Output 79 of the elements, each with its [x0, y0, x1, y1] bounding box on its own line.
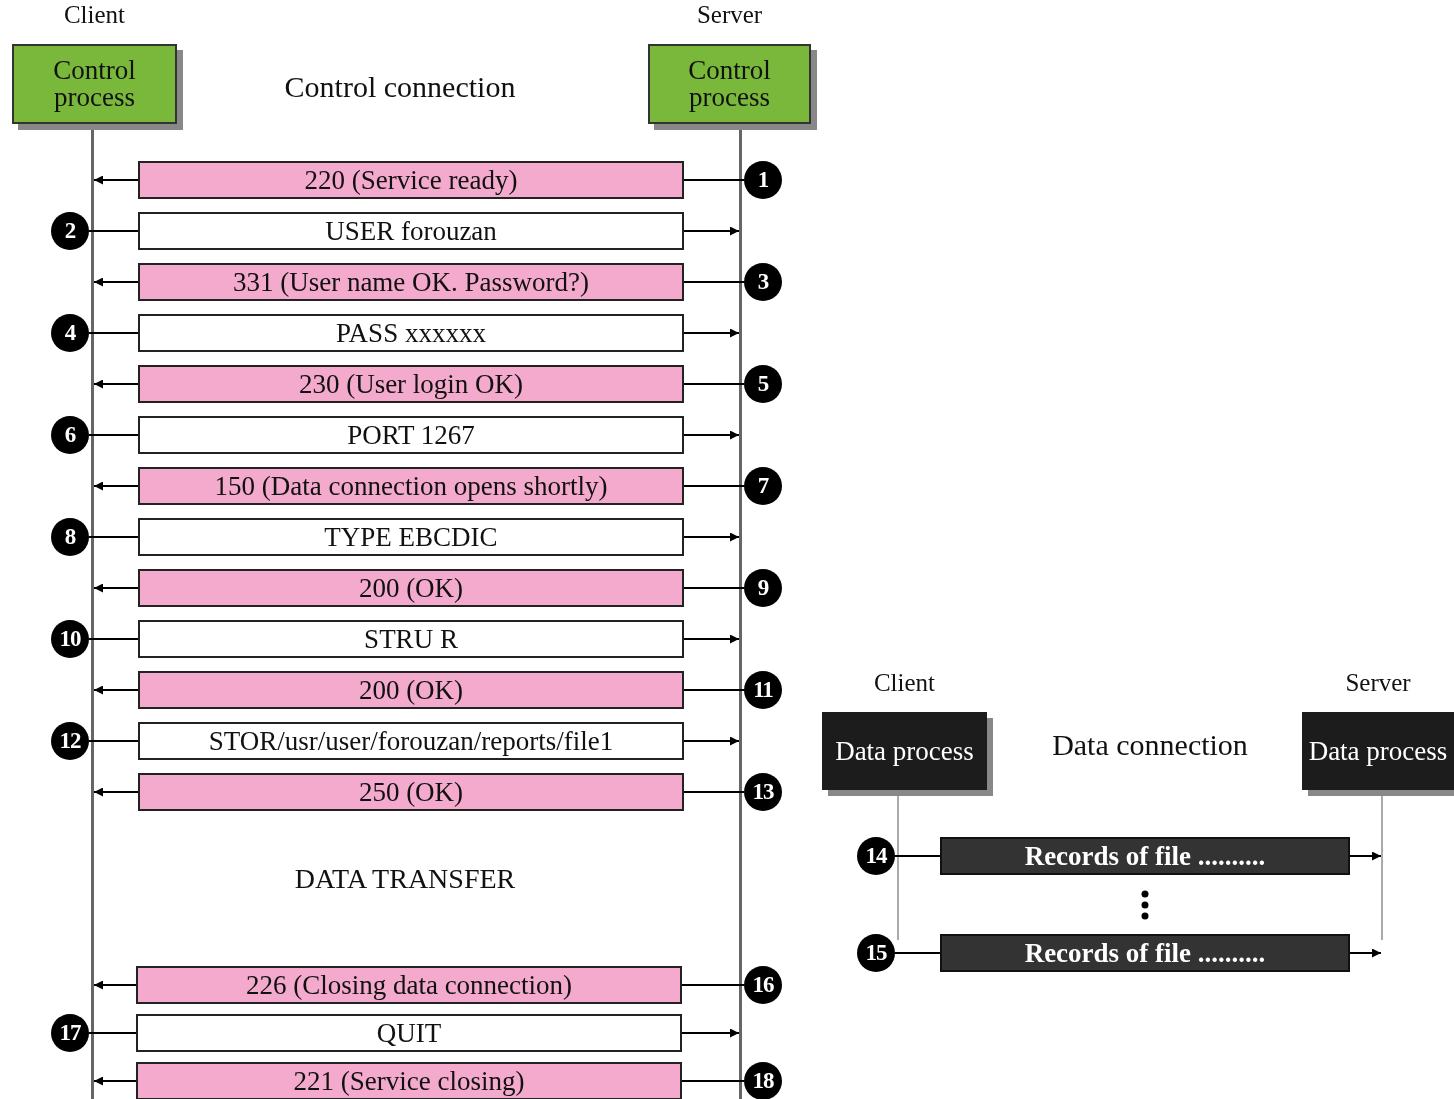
message-box: QUIT	[136, 1014, 682, 1052]
message-box: 250 (OK)	[138, 773, 684, 811]
connector-line	[88, 536, 139, 538]
step-number: 1	[744, 161, 782, 199]
arrow	[93, 481, 139, 491]
connector-line	[683, 281, 745, 283]
step-number: 14	[857, 837, 895, 875]
message-box: PASS xxxxxx	[138, 314, 684, 352]
message-box: TYPE EBCDIC	[138, 518, 684, 556]
step-number: 16	[744, 966, 782, 1004]
arrow	[683, 634, 740, 644]
connection-title: Data connection	[1051, 730, 1249, 760]
message-box: STOR/usr/user/forouzan/reports/file1	[138, 722, 684, 760]
connector-line	[88, 638, 139, 640]
connector-line	[683, 485, 745, 487]
step-number: 18	[744, 1062, 782, 1099]
arrow	[683, 430, 740, 440]
participant-label: Client	[872, 668, 937, 698]
arrow	[1349, 851, 1382, 861]
section-label: DATA TRANSFER	[293, 864, 517, 894]
arrow	[93, 583, 139, 593]
connector-line	[88, 332, 139, 334]
message-box: 221 (Service closing)	[136, 1062, 682, 1099]
connector-line	[683, 383, 745, 385]
message-box: 220 (Service ready)	[138, 161, 684, 199]
connector-line	[88, 434, 139, 436]
message-box: STRU R	[138, 620, 684, 658]
message-box: PORT 1267	[138, 416, 684, 454]
participant-label: Server	[695, 0, 764, 30]
arrow	[93, 787, 139, 797]
participant-label: Client	[62, 0, 127, 30]
connector-line	[88, 1032, 137, 1034]
message-box: USER forouzan	[138, 212, 684, 250]
connector-line	[681, 1080, 745, 1082]
arrow	[93, 277, 139, 287]
arrow	[93, 175, 139, 185]
arrow	[93, 1076, 137, 1086]
arrow	[683, 532, 740, 542]
connector-line	[894, 952, 941, 954]
connector-line	[88, 230, 139, 232]
message-box: 230 (User login OK)	[138, 365, 684, 403]
step-number: 6	[51, 416, 89, 454]
message-box: 226 (Closing data connection)	[136, 966, 682, 1004]
message-box: Records of file ..........	[940, 934, 1350, 972]
step-number: 13	[744, 773, 782, 811]
message-box: Records of file ..........	[940, 837, 1350, 875]
connector-line	[894, 855, 941, 857]
message-box: 331 (User name OK. Password?)	[138, 263, 684, 301]
connector-line	[683, 179, 745, 181]
step-number: 17	[51, 1014, 89, 1052]
step-number: 2	[51, 212, 89, 250]
step-number: 15	[857, 934, 895, 972]
step-number: 5	[744, 365, 782, 403]
step-number: 11	[744, 671, 782, 709]
step-number: 7	[744, 467, 782, 505]
arrow	[93, 685, 139, 695]
arrow	[93, 980, 137, 990]
connector-line	[683, 689, 745, 691]
step-number: 4	[51, 314, 89, 352]
participant-label: Server	[1344, 668, 1412, 698]
arrow	[683, 736, 740, 746]
connection-title: Control connection	[283, 72, 517, 102]
connector-line	[683, 791, 745, 793]
arrow	[681, 1028, 740, 1038]
step-number: 8	[51, 518, 89, 556]
message-box: 150 (Data connection opens shortly)	[138, 467, 684, 505]
connector-line	[88, 740, 139, 742]
message-box: 200 (OK)	[138, 671, 684, 709]
arrow	[1349, 948, 1382, 958]
connector-line	[681, 984, 745, 986]
arrow	[93, 379, 139, 389]
step-number: 3	[744, 263, 782, 301]
arrow	[683, 226, 740, 236]
step-number: 9	[744, 569, 782, 607]
message-box: 200 (OK)	[138, 569, 684, 607]
step-number: 12	[51, 722, 89, 760]
step-number: 10	[51, 620, 89, 658]
arrow	[683, 328, 740, 338]
connector-line	[683, 587, 745, 589]
